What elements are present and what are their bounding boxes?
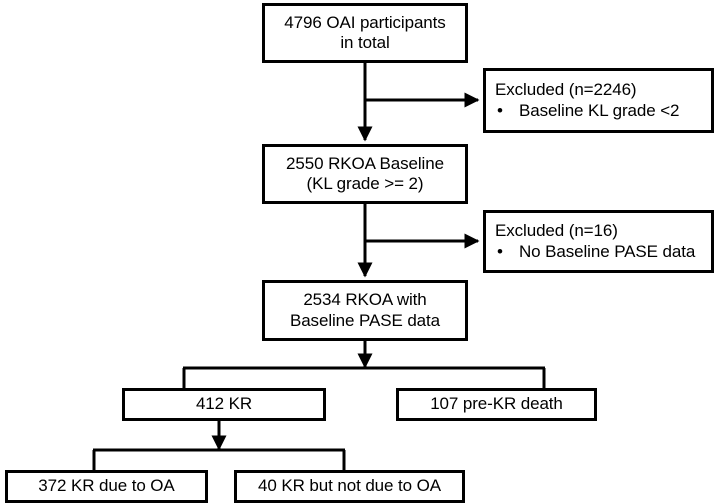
node-kr-not-due-to-oa[interactable]: 40 KR but not due to OA <box>234 470 465 503</box>
node-excluded-1-heading: Excluded (n=2246) <box>495 80 637 100</box>
bullet-icon: • <box>497 100 503 120</box>
node-baseline-line-1: 2550 RKOA Baseline <box>286 153 444 173</box>
node-kr[interactable]: 412 KR <box>122 388 326 421</box>
bullet-icon: • <box>497 241 503 261</box>
node-baseline-line-2: (KL grade >= 2) <box>306 174 424 193</box>
node-excluded-no-pase[interactable]: Excluded (n=16) • No Baseline PASE data <box>483 210 714 273</box>
node-kr-label: 412 KR <box>195 394 253 414</box>
node-total-line-2: in total <box>340 33 390 52</box>
node-pre-kr-death[interactable]: 107 pre-KR death <box>396 388 597 421</box>
node-excluded-2-bullet-row: • No Baseline PASE data <box>495 242 695 262</box>
node-pre-kr-death-label: 107 pre-KR death <box>430 394 563 414</box>
node-excluded-1-bullet-row: • Baseline KL grade <2 <box>495 100 680 121</box>
node-excluded-2-heading: Excluded (n=16) <box>495 221 618 241</box>
node-total-line-1: 4796 OAI participants <box>284 12 446 32</box>
node-kr-not-due-to-oa-label: 40 KR but not due to OA <box>258 476 441 496</box>
node-excluded-kl-grade[interactable]: Excluded (n=2246) • Baseline KL grade <2 <box>483 68 714 133</box>
node-rkoa-with-pase[interactable]: 2534 RKOA with Baseline PASE data <box>262 280 468 341</box>
node-pase-line-2: Baseline PASE data <box>289 310 441 330</box>
node-excluded-1-bullet-text: Baseline KL grade <2 <box>519 100 680 120</box>
node-pase-line-1: 2534 RKOA with <box>303 290 427 310</box>
node-total-participants[interactable]: 4796 OAI participants in total <box>262 3 468 63</box>
node-kr-due-to-oa-label: 372 KR due to OA <box>38 476 175 496</box>
node-excluded-2-bullet-text: No Baseline PASE data <box>519 241 696 261</box>
node-rkoa-baseline[interactable]: 2550 RKOA Baseline (KL grade >= 2) <box>262 144 468 204</box>
node-kr-due-to-oa[interactable]: 372 KR due to OA <box>5 470 208 503</box>
